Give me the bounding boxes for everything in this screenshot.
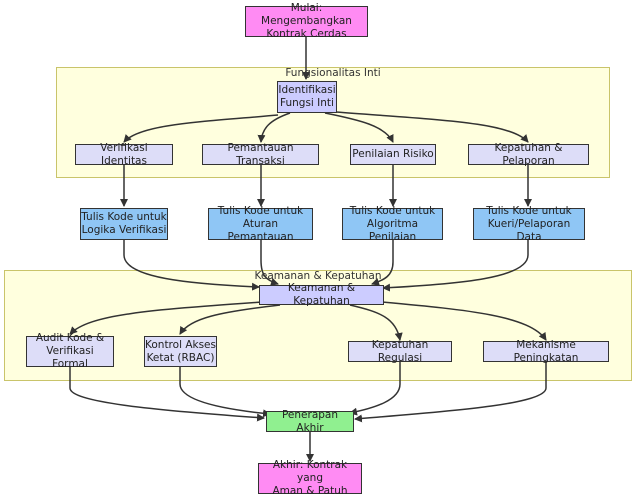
cluster-security-title: Keamanan & Kepatuhan — [254, 270, 382, 282]
node-end: Akhir: Kontrak yang Aman & Patuh — [258, 459, 362, 497]
node-code-query-reporting: Tulis Kode untuk Kueri/Pelaporan Data — [473, 205, 585, 243]
edge-codequery-security — [382, 240, 529, 292]
edge-security-audit — [69, 301, 263, 335]
node-upgrade-mechanism: Mekanisme Peningkatan — [483, 339, 609, 364]
node-compliance-reporting: Kepatuhan & Pelaporan — [468, 142, 589, 167]
edge-identify-risk — [324, 112, 394, 143]
node-code-monitoring-rules: Tulis Kode untuk Aturan Pemantauan — [208, 205, 313, 243]
edge-access-deploy — [179, 367, 271, 418]
node-transaction-monitoring: Pemantauan Transaksi — [202, 142, 319, 167]
edge-security-access — [179, 304, 281, 335]
edge-audit-deploy — [69, 367, 265, 422]
edge-upgrade-deploy — [354, 362, 547, 423]
node-final-deployment: Penerapan Akhir — [266, 409, 354, 434]
node-start: Mulai: Mengembangkan Kontrak Cerdas — [245, 2, 368, 40]
node-risk-assessment: Penilaian Risiko — [350, 144, 436, 165]
edge-codeverify-security — [123, 240, 260, 291]
edge-identify-monitor — [257, 112, 291, 143]
node-code-assessment-algorithm: Tulis Kode untuk Algoritma Penilaian — [342, 205, 443, 243]
edge-codemonitor-security — [260, 240, 279, 286]
node-security-compliance: Keamanan & Kepatuhan — [259, 282, 384, 307]
node-code-audit: Audit Kode & Verifikasi Formal — [26, 332, 114, 370]
node-regulatory-compliance: Kepatuhan Regulasi — [348, 339, 452, 364]
node-verify-identity: Verifikasi Identitas — [75, 142, 173, 167]
edge-security-upgrade — [381, 301, 547, 341]
edge-identify-compliance — [335, 111, 529, 143]
node-code-verification-logic: Tulis Kode untuk Logika Verifikasi — [80, 208, 168, 240]
edge-identify-verify — [123, 114, 279, 143]
node-identify-core-functions: Identifikasi Fungsi Inti — [277, 81, 337, 113]
edge-coderisk-security — [371, 240, 394, 286]
edge-regulation-deploy — [349, 362, 401, 416]
edge-security-regulation — [349, 304, 403, 341]
node-access-control: Kontrol Akses Ketat (RBAC) — [144, 336, 217, 367]
